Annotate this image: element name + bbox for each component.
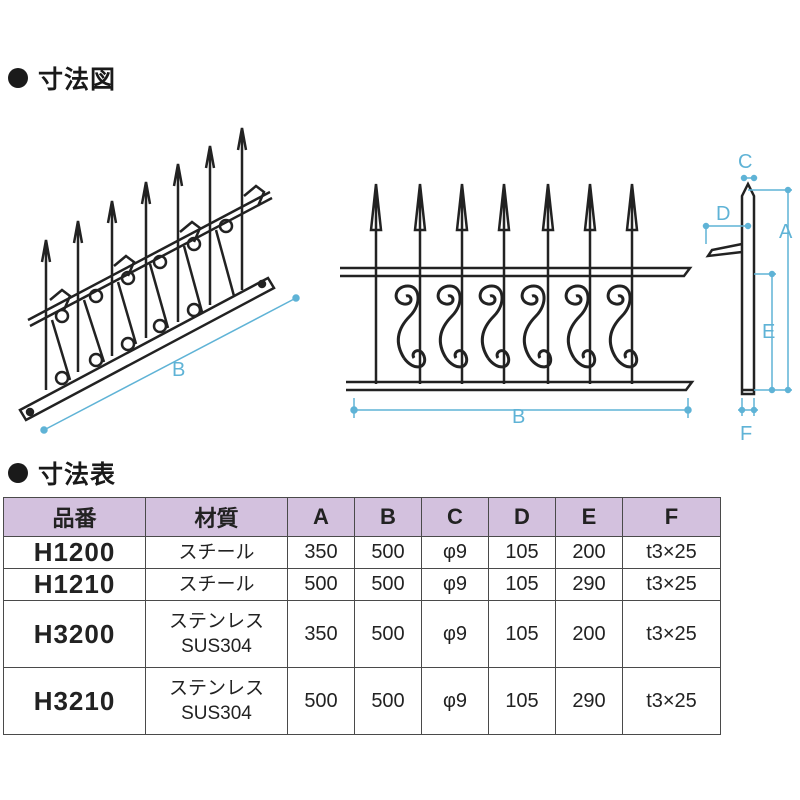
a-cell: 500: [287, 568, 355, 601]
dimension-a-label: A: [779, 221, 793, 243]
fence-dimension-drawing: B B: [18, 127, 793, 445]
table-row: H1210 スチール 500 500 φ9 105 290 t3×25: [3, 568, 721, 601]
b-cell: 500: [354, 568, 422, 601]
f-cell: t3×25: [622, 600, 721, 668]
material-cell: スチール: [145, 536, 288, 569]
header-cell: 品番: [3, 497, 146, 537]
b-cell: 500: [354, 536, 422, 569]
f-cell: t3×25: [622, 568, 721, 601]
table-row: H1200 スチール 350 500 φ9 105 200 t3×25: [3, 536, 721, 569]
e-cell: 290: [555, 667, 623, 735]
dimension-drawing-heading: 寸法図: [8, 60, 116, 96]
e-cell: 200: [555, 536, 623, 569]
product-code-cell: H1210: [3, 568, 146, 601]
c-cell: φ9: [421, 568, 489, 601]
dimension-d-label: D: [716, 203, 730, 225]
product-code-cell: H1200: [3, 536, 146, 569]
dimension-e-label: E: [762, 321, 775, 343]
front-b-label: B: [512, 406, 525, 428]
b-cell: 500: [354, 600, 422, 668]
d-cell: 105: [488, 667, 556, 735]
d-cell: 105: [488, 568, 556, 601]
dimension-table: 品番 材質 A B C D E F H1200 スチール 350 500 φ9 …: [3, 497, 721, 735]
side-fence-view: [705, 181, 756, 396]
a-cell: 350: [287, 600, 355, 668]
d-cell: 105: [488, 600, 556, 668]
dimension-table-heading: 寸法表: [8, 455, 116, 491]
bullet-icon: [8, 463, 28, 483]
product-code-cell: H3210: [3, 667, 146, 735]
header-cell: 材質: [145, 497, 288, 537]
product-code-cell: H3200: [3, 600, 146, 668]
e-cell: 200: [555, 600, 623, 668]
header-cell: B: [354, 497, 422, 537]
header-cell: A: [287, 497, 355, 537]
table-row: H3210 ステンレス SUS304 500 500 φ9 105 290 t3…: [3, 667, 721, 735]
perspective-fence-view: [18, 127, 276, 422]
perspective-dimension-b: [40, 294, 300, 434]
dimension-drawing-title: 寸法図: [38, 65, 117, 94]
header-cell: E: [555, 497, 623, 537]
table-header-row: 品番 材質 A B C D E F: [3, 497, 721, 537]
bullet-icon: [8, 68, 28, 88]
c-cell: φ9: [421, 667, 489, 735]
dimension-c-label: C: [738, 151, 752, 173]
f-cell: t3×25: [622, 536, 721, 569]
material-cell: スチール: [145, 568, 288, 601]
material-cell: ステンレス SUS304: [145, 600, 288, 668]
b-cell: 500: [354, 667, 422, 735]
front-scroll-panels: [394, 284, 639, 369]
header-cell: D: [488, 497, 556, 537]
table-row: H3200 ステンレス SUS304 350 500 φ9 105 200 t3…: [3, 600, 721, 668]
e-cell: 290: [555, 568, 623, 601]
f-cell: t3×25: [622, 667, 721, 735]
c-cell: φ9: [421, 536, 489, 569]
header-cell: F: [622, 497, 721, 537]
header-cell: C: [421, 497, 489, 537]
front-dimension-b: [350, 398, 692, 418]
a-cell: 500: [287, 667, 355, 735]
side-dimensions: [702, 174, 792, 416]
front-fence-view: [340, 183, 695, 392]
perspective-b-label: B: [172, 359, 185, 381]
dimension-table-title: 寸法表: [38, 460, 117, 489]
c-cell: φ9: [421, 600, 489, 668]
a-cell: 350: [287, 536, 355, 569]
dimension-f-label: F: [740, 423, 752, 445]
material-cell: ステンレス SUS304: [145, 667, 288, 735]
d-cell: 105: [488, 536, 556, 569]
